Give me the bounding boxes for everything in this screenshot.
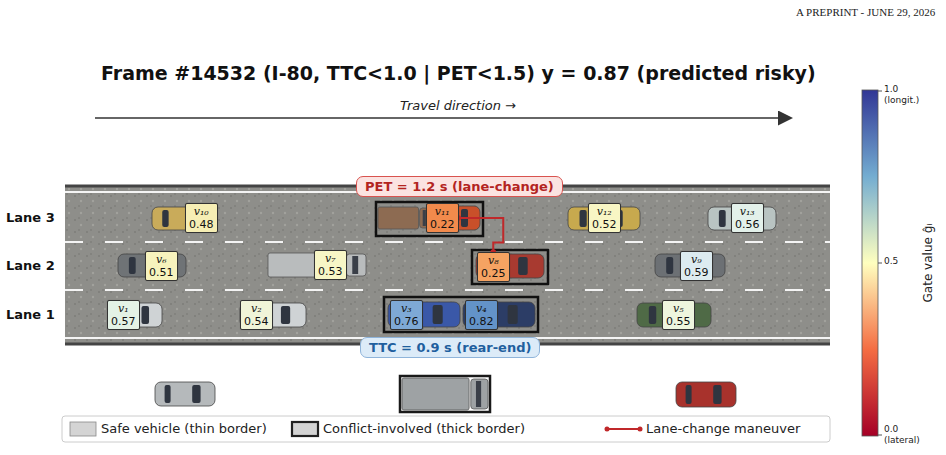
vehicle-label: v₇0.53 xyxy=(314,250,347,280)
callout-text: PET = 1.2 s (lane-change) xyxy=(365,179,554,194)
car-rear-window xyxy=(162,210,168,227)
vehicle-id: v₆ xyxy=(149,253,174,266)
text-label: Lane 1 xyxy=(6,307,55,322)
car-rear-window xyxy=(649,306,656,324)
car-body xyxy=(676,382,736,407)
vehicle-label: v₉0.59 xyxy=(680,251,713,281)
legend-text: Lane-change maneuver xyxy=(646,421,800,436)
vehicle-id: v₂ xyxy=(244,302,269,315)
truck-icon xyxy=(400,376,490,412)
vehicle-id: v₇ xyxy=(318,252,343,265)
text-label: A PREPRINT - JUNE 29, 2026 xyxy=(796,6,935,18)
text-label: 0.5 xyxy=(884,256,898,266)
truck-cab xyxy=(471,379,488,409)
vehicle-label: v₁₀0.48 xyxy=(185,203,218,233)
legend-sample-dot xyxy=(605,427,610,432)
vehicle-id: v₉ xyxy=(684,253,709,266)
car-icon xyxy=(676,382,736,407)
legend-sample-conflict xyxy=(292,422,318,436)
text-label: Lane 2 xyxy=(6,258,55,273)
gate-value: 0.56 xyxy=(735,218,760,231)
car-rear-window xyxy=(580,210,587,227)
car-windshield xyxy=(141,306,149,324)
pet-callout: PET = 1.2 s (lane-change) xyxy=(356,176,563,197)
car-icon xyxy=(637,303,711,327)
car-windshield xyxy=(518,257,528,275)
vehicle-label: v₈0.25 xyxy=(477,252,510,282)
gate-value: 0.82 xyxy=(469,315,494,328)
car-windshield xyxy=(192,385,200,403)
car-rear-window xyxy=(666,257,673,274)
text-label: 0.0 (lateral) xyxy=(884,424,936,446)
car-windshield xyxy=(508,305,518,324)
vehicle-label: v₃0.76 xyxy=(390,300,423,330)
connector-path xyxy=(459,218,504,252)
gate-value: 0.52 xyxy=(592,218,617,231)
car-rear-window xyxy=(686,385,692,404)
gate-value: 0.48 xyxy=(189,218,214,231)
vehicle-id: v₁₁ xyxy=(430,205,455,218)
lane-change-connector xyxy=(456,215,504,255)
vehicle-label: v₁₃0.56 xyxy=(731,203,764,233)
vehicle-label: v₂0.54 xyxy=(240,300,273,330)
vehicle-id: v₈ xyxy=(481,254,506,267)
vehicle-label: v₄0.82 xyxy=(465,300,498,330)
car-rear-window xyxy=(129,257,136,274)
conflict-border xyxy=(400,376,490,412)
gate-value: 0.55 xyxy=(666,315,691,328)
car-rear-window xyxy=(719,210,726,227)
vehicle-label: v₁₁0.22 xyxy=(426,203,459,233)
text-label: Lane 3 xyxy=(6,210,55,225)
vehicle-id: v₁₃ xyxy=(735,205,760,218)
truck-windshield xyxy=(352,256,358,274)
vehicle-id: v₁₂ xyxy=(592,205,617,218)
car-body xyxy=(155,382,215,406)
car-windshield xyxy=(281,306,290,324)
vehicle-label: v₁₂0.52 xyxy=(588,203,621,233)
gate-value: 0.51 xyxy=(149,266,174,279)
car-body xyxy=(637,303,711,327)
vehicle-id: v₃ xyxy=(394,302,419,315)
gate-value: 0.54 xyxy=(244,315,269,328)
car-rear-window xyxy=(165,385,171,403)
conflict-box xyxy=(384,297,538,332)
truck-cab xyxy=(346,254,366,276)
gate-value: 0.25 xyxy=(481,267,506,280)
legend-sample-line xyxy=(607,428,640,430)
vehicle-id: v₁₀ xyxy=(189,205,214,218)
text-label: Travel direction → xyxy=(400,98,516,113)
truck-windshield xyxy=(476,381,481,407)
legend-sample-safe xyxy=(70,422,96,436)
truck-trailer xyxy=(378,207,419,229)
truck-icon xyxy=(378,207,430,229)
gate-value: 0.22 xyxy=(430,218,455,231)
legend-sample-dot xyxy=(638,427,643,432)
conflict-box xyxy=(472,250,548,284)
gate-value: 0.59 xyxy=(684,266,709,279)
truck-trailer xyxy=(402,378,469,410)
figure-title: Frame #14532 (I-80, TTC<1.0 | PET<1.5) y… xyxy=(101,62,816,84)
gate-value: 0.76 xyxy=(394,315,419,328)
car-windshield xyxy=(433,305,443,324)
legend-text: Conflict-involved (thick border) xyxy=(323,421,525,436)
car-windshield xyxy=(713,385,721,404)
ttc-callout: TTC = 0.9 s (rear-end) xyxy=(360,337,540,358)
vehicle-label: v₆0.51 xyxy=(145,251,178,281)
gate-value: 0.57 xyxy=(111,315,136,328)
vehicle-label: v₅0.55 xyxy=(662,300,695,330)
vehicle-id: v₁ xyxy=(111,302,136,315)
vehicle-label: v₁0.57 xyxy=(107,300,140,330)
text-label: Gate value ĝᵢ xyxy=(921,224,935,303)
callout-text: TTC = 0.9 s (rear-end) xyxy=(369,340,531,355)
car-icon xyxy=(155,382,215,406)
legend-text: Safe vehicle (thin border) xyxy=(101,421,267,436)
truck-trailer xyxy=(268,253,344,277)
text-label: 1.0 (longit.) xyxy=(884,84,936,106)
vehicle-id: v₄ xyxy=(469,302,494,315)
vehicle-id: v₅ xyxy=(666,302,691,315)
gate-value: 0.53 xyxy=(318,265,343,278)
